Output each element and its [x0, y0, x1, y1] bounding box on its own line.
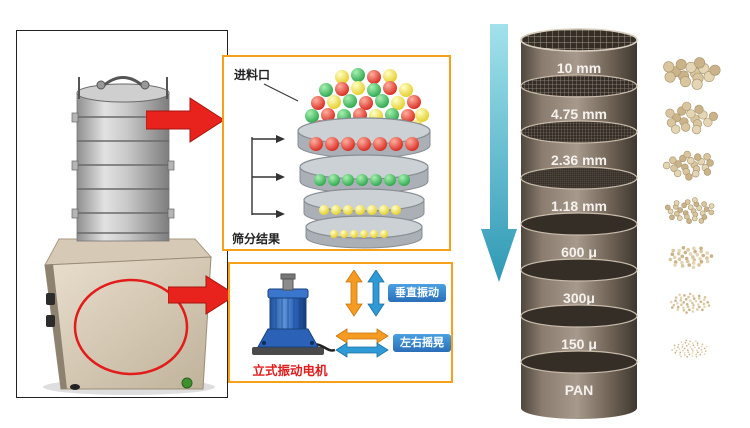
sieve-layer-2: [299, 154, 429, 194]
horizontal-shake-badge: 左右摇晃: [393, 334, 451, 352]
sieve-label: 150 μ: [561, 336, 597, 352]
result-bracket: [251, 137, 276, 215]
sieve-segment-pan: PAN: [520, 350, 638, 419]
sieve-cutaway-inset: 进料口 筛分结果: [222, 55, 451, 251]
particle-cluster: [664, 197, 715, 224]
callout-arrow-top-icon: [146, 97, 225, 143]
vibration-motor-graphic: [252, 273, 336, 355]
particle-cluster: [671, 339, 708, 358]
motor-flange: [257, 328, 319, 348]
particle-cluster: [668, 246, 714, 270]
black-foot: [70, 384, 80, 390]
sieve-cutaway-graphic: 进料口 筛分结果: [232, 67, 431, 249]
sieve-label: 300μ: [563, 290, 595, 306]
sieve-label: PAN: [565, 382, 594, 398]
vertical-vibration-arrows-icon: [345, 270, 385, 317]
machine-photo-frame: [16, 30, 228, 398]
lid-bolt-left: [96, 80, 106, 90]
feed-inlet-pointer-line: [263, 83, 299, 102]
pan-fines-balls: [330, 230, 388, 238]
control-knob: [46, 315, 55, 327]
callout-arrow-bottom-icon: [168, 275, 237, 315]
result-arrowheads: [276, 135, 285, 218]
vertical-vibration-badge: 垂直振动: [388, 284, 446, 302]
flange-bolt-left: [262, 341, 266, 345]
feed-inlet-label: 进料口: [234, 67, 270, 82]
particle-cluster: [663, 57, 721, 90]
particle-size-clusters: [662, 57, 721, 358]
sieve-label: 4.75 mm: [551, 106, 607, 122]
lid-bolt-right: [140, 80, 150, 90]
flow-direction-arrow-icon: [481, 24, 517, 282]
sieve-segment-1_18mm: 1.18 mm: [520, 166, 638, 235]
motor-ribs: [275, 297, 301, 329]
particle-cluster: [670, 292, 711, 314]
green-balls-layer: [314, 174, 410, 186]
motor-shaft-top: [280, 273, 296, 280]
sieve-label: 600 μ: [561, 244, 597, 260]
sieve-label: 1.18 mm: [551, 198, 607, 214]
yellow-balls-layer: [319, 205, 401, 215]
motor-base-plate: [252, 347, 324, 355]
flange-bolt-right: [310, 341, 314, 345]
motor-caption: 立式振动电机: [252, 364, 328, 378]
sieve-shaker-photo: [43, 76, 215, 395]
sieve-label: 10 mm: [557, 60, 601, 76]
sieve-stack-schematic: 10 mm 4.75 mm 2.36 mm 1.18 mm 6: [520, 28, 638, 419]
particle-cluster: [665, 101, 718, 135]
screening-result-label: 筛分结果: [232, 231, 280, 246]
motor-inset: 立式振动电机 垂直振动 左右摇晃: [228, 262, 453, 383]
red-balls-layer: [309, 137, 419, 151]
horizontal-shake-arrows-icon: [336, 328, 389, 358]
green-foot: [181, 377, 193, 389]
lid-handle: [102, 76, 144, 88]
red-circle-annotation: [73, 278, 189, 376]
particle-cluster: [662, 150, 714, 181]
sieve-label: 2.36 mm: [551, 152, 607, 168]
power-switch: [46, 293, 55, 305]
